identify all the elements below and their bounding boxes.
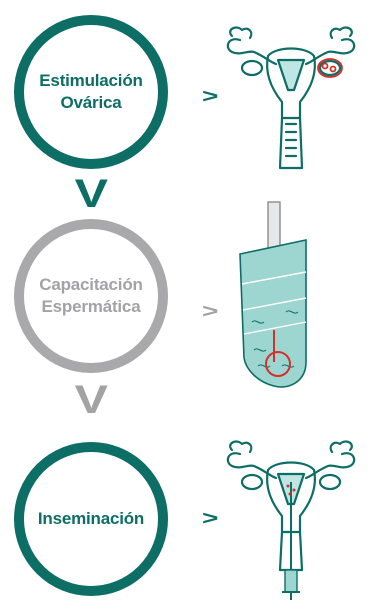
step-circle-ovarian-stimulation: Estimulación Ovárica <box>14 15 168 169</box>
step-label-sperm-capacitation: Capacitación Espermática <box>39 275 143 316</box>
arrow-right-2: > <box>202 299 219 322</box>
arrow-right-3: > <box>202 506 219 529</box>
step-label-ovarian-stimulation: Estimulación Ovárica <box>39 71 143 112</box>
connector-down-2: V <box>74 378 109 422</box>
step-circle-insemination: Inseminación <box>14 442 168 596</box>
sperm-capacitation-test-tube-icon <box>239 201 307 388</box>
step-label-insemination: Inseminación <box>37 509 145 528</box>
uterus-insemination-catheter-icon <box>226 440 356 600</box>
arrow-right-1: > <box>202 84 219 107</box>
step-circle-sperm-capacitation: Capacitación Espermática <box>14 219 168 373</box>
uterus-ovary-stimulation-icon <box>226 26 356 170</box>
connector-down-1: V <box>74 172 109 216</box>
